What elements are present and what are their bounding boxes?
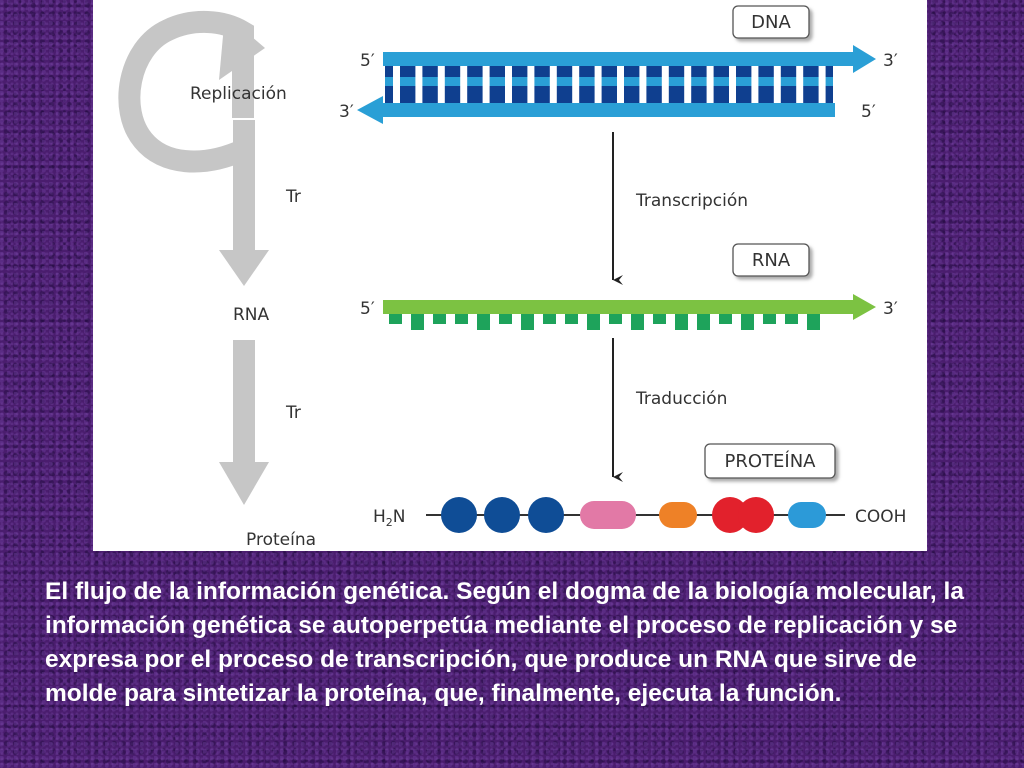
protein-section: PROTEÍNA H2N COOH <box>373 443 906 533</box>
rna-base <box>521 314 534 330</box>
dna-base-gap <box>437 66 445 103</box>
rna-base <box>411 314 424 330</box>
replication-arrowhead <box>219 14 265 80</box>
dna-bottom-3prime: 3′ <box>339 102 354 122</box>
dna-base-gap <box>460 66 468 103</box>
rna-base <box>587 314 600 330</box>
dna-top-5prime: 5′ <box>360 51 375 71</box>
dna-bottom-strand <box>357 96 835 124</box>
rna-base <box>763 314 776 324</box>
dna-base-gap <box>818 66 826 103</box>
rna-base <box>609 314 622 324</box>
dna-base-gap <box>572 66 580 103</box>
rna-base <box>675 314 688 330</box>
protein-box <box>704 443 836 479</box>
c-terminus-label: COOH <box>855 507 906 527</box>
rna-box-label: RNA <box>752 250 791 271</box>
replication-label: Replicación <box>190 84 287 104</box>
rna-base <box>455 314 468 324</box>
amino-acid-6a <box>712 497 748 533</box>
translation-shaft <box>233 340 255 465</box>
dna-base-gap <box>661 66 669 103</box>
dna-base-stripe <box>385 77 833 86</box>
dna-base-gap <box>773 66 781 103</box>
caption: El flujo de la información genética. Seg… <box>45 578 964 707</box>
amino-acid-3 <box>528 497 564 533</box>
protein-box-label: PROTEÍNA <box>725 450 817 472</box>
dna-base-gap <box>482 66 490 103</box>
rna-strand <box>383 294 876 320</box>
dna-base-gap <box>706 66 714 103</box>
transcription-label: Transcripción <box>635 191 748 211</box>
dna-base-gap <box>751 66 759 103</box>
rna-base <box>719 314 732 324</box>
rna-section: RNA 5′ 3′ <box>360 243 898 330</box>
amino-acid-1 <box>441 497 477 533</box>
rna-base <box>433 314 446 324</box>
rna-base <box>631 314 644 330</box>
dna-base-gap <box>796 66 804 103</box>
rna-base <box>389 314 402 324</box>
rna-base <box>785 314 798 324</box>
replication-cycle-arrow <box>118 11 254 173</box>
dna-base-gap <box>527 66 535 103</box>
amino-acid-7 <box>788 502 826 528</box>
dna-base-gap <box>729 66 736 103</box>
rna-5prime: 5′ <box>360 299 375 319</box>
protein-left-label: Proteína <box>246 530 316 550</box>
dna-base-gap <box>505 66 512 103</box>
transcription-shaft <box>233 120 255 255</box>
dna-base-gap <box>594 66 602 103</box>
rna-base <box>697 314 710 330</box>
dna-base-gap <box>393 66 400 103</box>
amino-acid-4 <box>580 501 636 529</box>
rna-3prime: 3′ <box>883 299 898 319</box>
n-terminus-label: H2N <box>373 507 406 529</box>
left-flow: Replicación Tr RNA Tr Proteína <box>118 11 316 550</box>
amino-acid-2 <box>484 497 520 533</box>
dna-top-strand <box>383 45 876 73</box>
dna-base-gap <box>684 66 692 103</box>
dna-base-gap <box>415 66 423 103</box>
central-dogma-figure: Replicación Tr RNA Tr Proteína DNA 5′ 3′… <box>93 0 927 551</box>
amino-acid-5 <box>659 502 697 528</box>
rna-base <box>477 314 490 330</box>
tr-label-1: Tr <box>285 187 301 207</box>
rna-base <box>499 314 512 324</box>
transcription-arrowhead <box>219 250 269 286</box>
rna-base <box>543 314 556 324</box>
dna-base-gap <box>617 66 624 103</box>
rna-base <box>741 314 754 330</box>
dna-bottom-5prime: 5′ <box>861 102 876 122</box>
translation-arrowhead <box>219 462 269 505</box>
dna-bases <box>385 66 833 103</box>
tr-label-2: Tr <box>285 403 301 423</box>
dna-top-3prime: 3′ <box>883 51 898 71</box>
dna-base-gaps <box>393 66 826 103</box>
dna-box <box>732 5 810 39</box>
rna-box <box>732 243 810 277</box>
rna-base <box>807 314 820 330</box>
dna-section: DNA 5′ 3′ 3′ 5′ <box>339 5 898 124</box>
rna-base <box>653 314 666 324</box>
rna-base <box>565 314 578 324</box>
translation-label: Traducción <box>635 389 727 409</box>
dna-base-gap <box>639 66 647 103</box>
rna-left-label: RNA <box>233 305 270 325</box>
diagram-svg: Replicación Tr RNA Tr Proteína DNA 5′ 3′… <box>118 5 906 550</box>
rna-bases <box>389 314 820 330</box>
amino-acid-6b <box>738 497 774 533</box>
dna-base-gap <box>549 66 557 103</box>
dna-box-label: DNA <box>751 12 791 33</box>
